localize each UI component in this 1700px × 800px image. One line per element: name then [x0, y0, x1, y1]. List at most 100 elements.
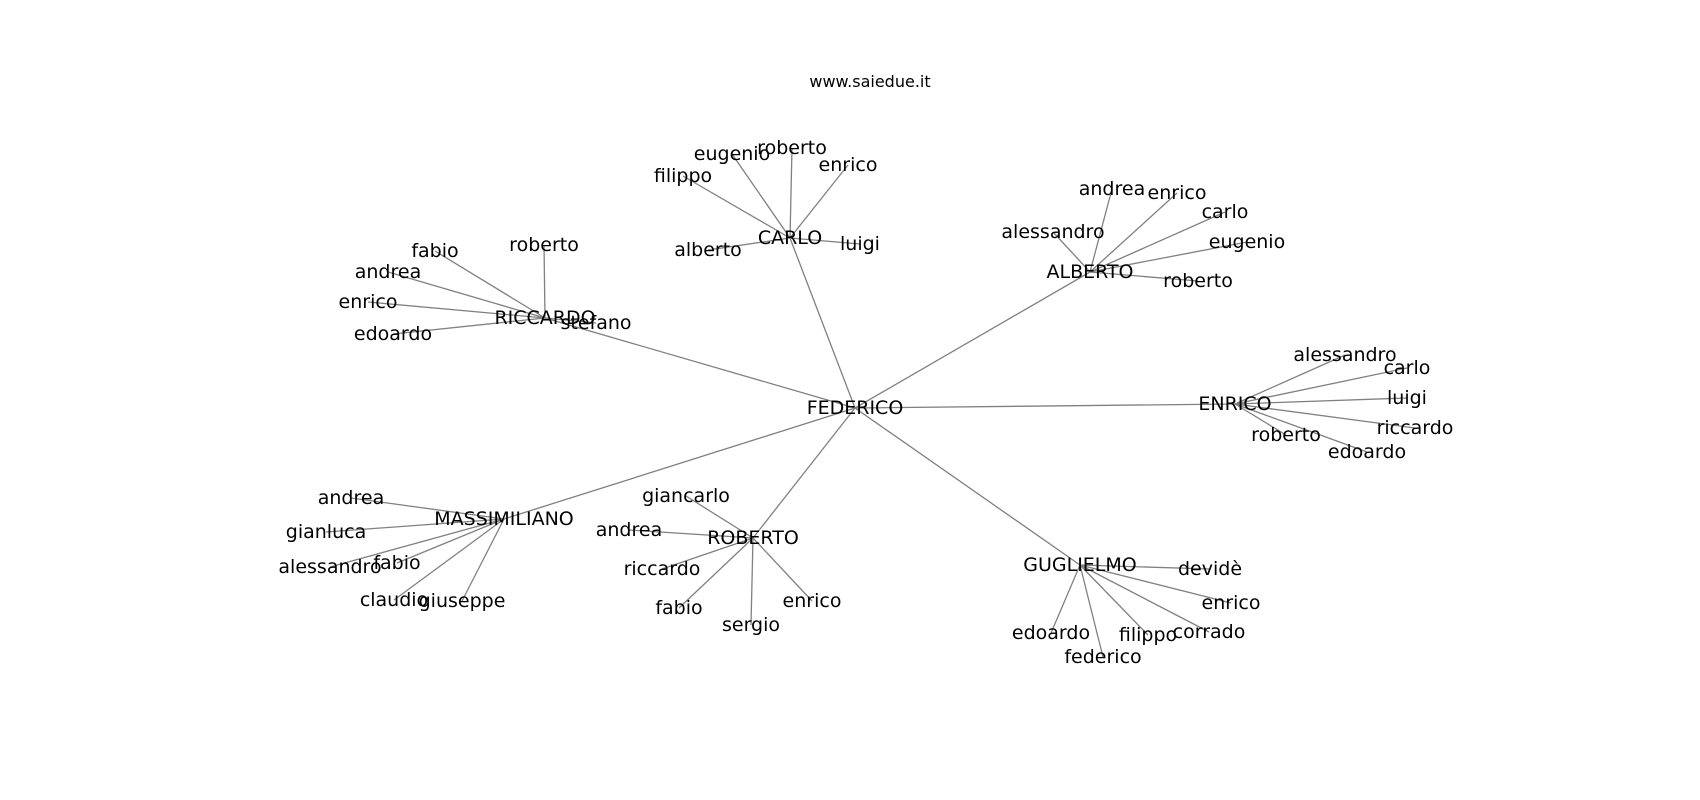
leaf-node-label: edoardo [354, 323, 432, 345]
edge [682, 175, 791, 239]
leaf-node-label: enrico [1202, 592, 1261, 614]
leaf-node-label: alessandro [1293, 344, 1396, 366]
hub-node-label: ENRICO [1198, 393, 1271, 415]
edge [1089, 188, 1113, 273]
edge [329, 518, 505, 568]
leaf-node-label: luigi [840, 233, 880, 255]
hub-node-label: ROBERTO [707, 527, 799, 549]
leaf-node-label: andrea [1079, 178, 1145, 200]
edge [503, 407, 856, 520]
edge [789, 237, 856, 409]
leaf-node-label: carlo [1384, 357, 1431, 379]
node-labels: FEDERICOCARLOeugeniorobertoenricofilippo… [278, 137, 1453, 668]
edge [731, 153, 791, 239]
edge [628, 529, 754, 539]
edge [1234, 403, 1368, 453]
leaf-node-label: riccardo [624, 558, 701, 580]
edge [1234, 403, 1416, 429]
leaf-node-label: giancarlo [642, 485, 730, 507]
leaf-node-label: riccardo [1377, 417, 1454, 439]
leaf-node-label: eugenio [1209, 231, 1285, 253]
leaf-node-label: federico [1064, 646, 1141, 668]
leaf-node-label: andrea [318, 487, 384, 509]
leaf-node-label: devidè [1178, 558, 1242, 580]
edge [1234, 397, 1408, 405]
edge [854, 407, 1081, 566]
edge [789, 164, 849, 239]
edge [854, 271, 1091, 409]
edge [1234, 354, 1346, 405]
leaf-node-label: sergio [722, 614, 780, 636]
leaf-node-label: carlo [1202, 201, 1249, 223]
edge [1089, 192, 1178, 273]
edge [325, 518, 505, 533]
edge [543, 244, 546, 319]
leaf-node-label: filippo [654, 165, 712, 187]
edge [1052, 231, 1091, 273]
leaf-node-label: edoardo [1328, 441, 1406, 463]
leaf-node-label: roberto [1163, 270, 1233, 292]
leaf-node-label: stefano [560, 312, 631, 334]
edge [1079, 564, 1210, 633]
edge [461, 518, 505, 602]
leaf-node-label: filippo [1119, 624, 1177, 646]
leaf-node-label: andrea [355, 261, 421, 283]
edge [1079, 564, 1104, 658]
leaf-node-label: andrea [596, 519, 662, 541]
leaf-node-label: enrico [783, 590, 842, 612]
leaf-node-label: corrado [1173, 621, 1246, 643]
edge [367, 301, 546, 319]
edge [707, 237, 791, 251]
edge [387, 271, 546, 319]
edge [1079, 564, 1232, 604]
leaf-node-label: alessandro [1001, 221, 1104, 243]
leaf-node-label: enrico [339, 291, 398, 313]
leaf-node-label: fabio [655, 597, 702, 619]
edge [685, 495, 754, 539]
leaf-node-label: claudio [360, 589, 428, 611]
leaf-node-label: gianluca [286, 521, 366, 543]
hub-node-label: RICCARDO [494, 307, 595, 329]
edge [544, 317, 597, 324]
edge [1079, 564, 1211, 570]
edge [1089, 211, 1226, 273]
diagram-title: www.saiedue.it [809, 72, 930, 91]
hub-node-label: CARLO [758, 227, 822, 249]
edge [393, 518, 505, 601]
edge [1089, 241, 1248, 273]
leaf-node-label: enrico [1148, 182, 1207, 204]
leaf-node-label: fabio [411, 240, 458, 262]
hub-node-label: GUGLIELMO [1023, 554, 1136, 576]
edge [661, 537, 754, 570]
hub-node-label: ALBERTO [1046, 261, 1133, 283]
edge [789, 147, 793, 239]
edge [1079, 564, 1149, 636]
edge [1234, 367, 1408, 405]
edge [1050, 564, 1081, 634]
leaf-node-label: luigi [1387, 387, 1427, 409]
edge [678, 537, 754, 609]
leaf-node-label: roberto [509, 234, 579, 256]
edge [854, 403, 1236, 409]
leaf-node-label: giuseppe [419, 590, 506, 612]
leaf-node-label: alberto [674, 239, 742, 261]
leaf-node-label: enrico [819, 154, 878, 176]
edge [1089, 271, 1199, 282]
leaf-node-label: edoardo [1012, 622, 1090, 644]
edge [750, 537, 754, 626]
edge [396, 518, 505, 564]
edge [752, 537, 813, 602]
edge [789, 237, 861, 245]
edge [1234, 403, 1287, 436]
leaf-node-label: roberto [1251, 424, 1321, 446]
hub-node-label: MASSIMILIANO [434, 508, 573, 530]
leaf-node-label: fabio [373, 552, 420, 574]
edge [434, 250, 546, 319]
leaf-node-label: alessandro [278, 556, 381, 578]
root-node-label: FEDERICO [807, 397, 904, 419]
edge [350, 497, 505, 520]
leaf-node-label: roberto [757, 137, 827, 159]
leaf-node-label: eugenio [694, 143, 770, 165]
edge [392, 317, 546, 335]
